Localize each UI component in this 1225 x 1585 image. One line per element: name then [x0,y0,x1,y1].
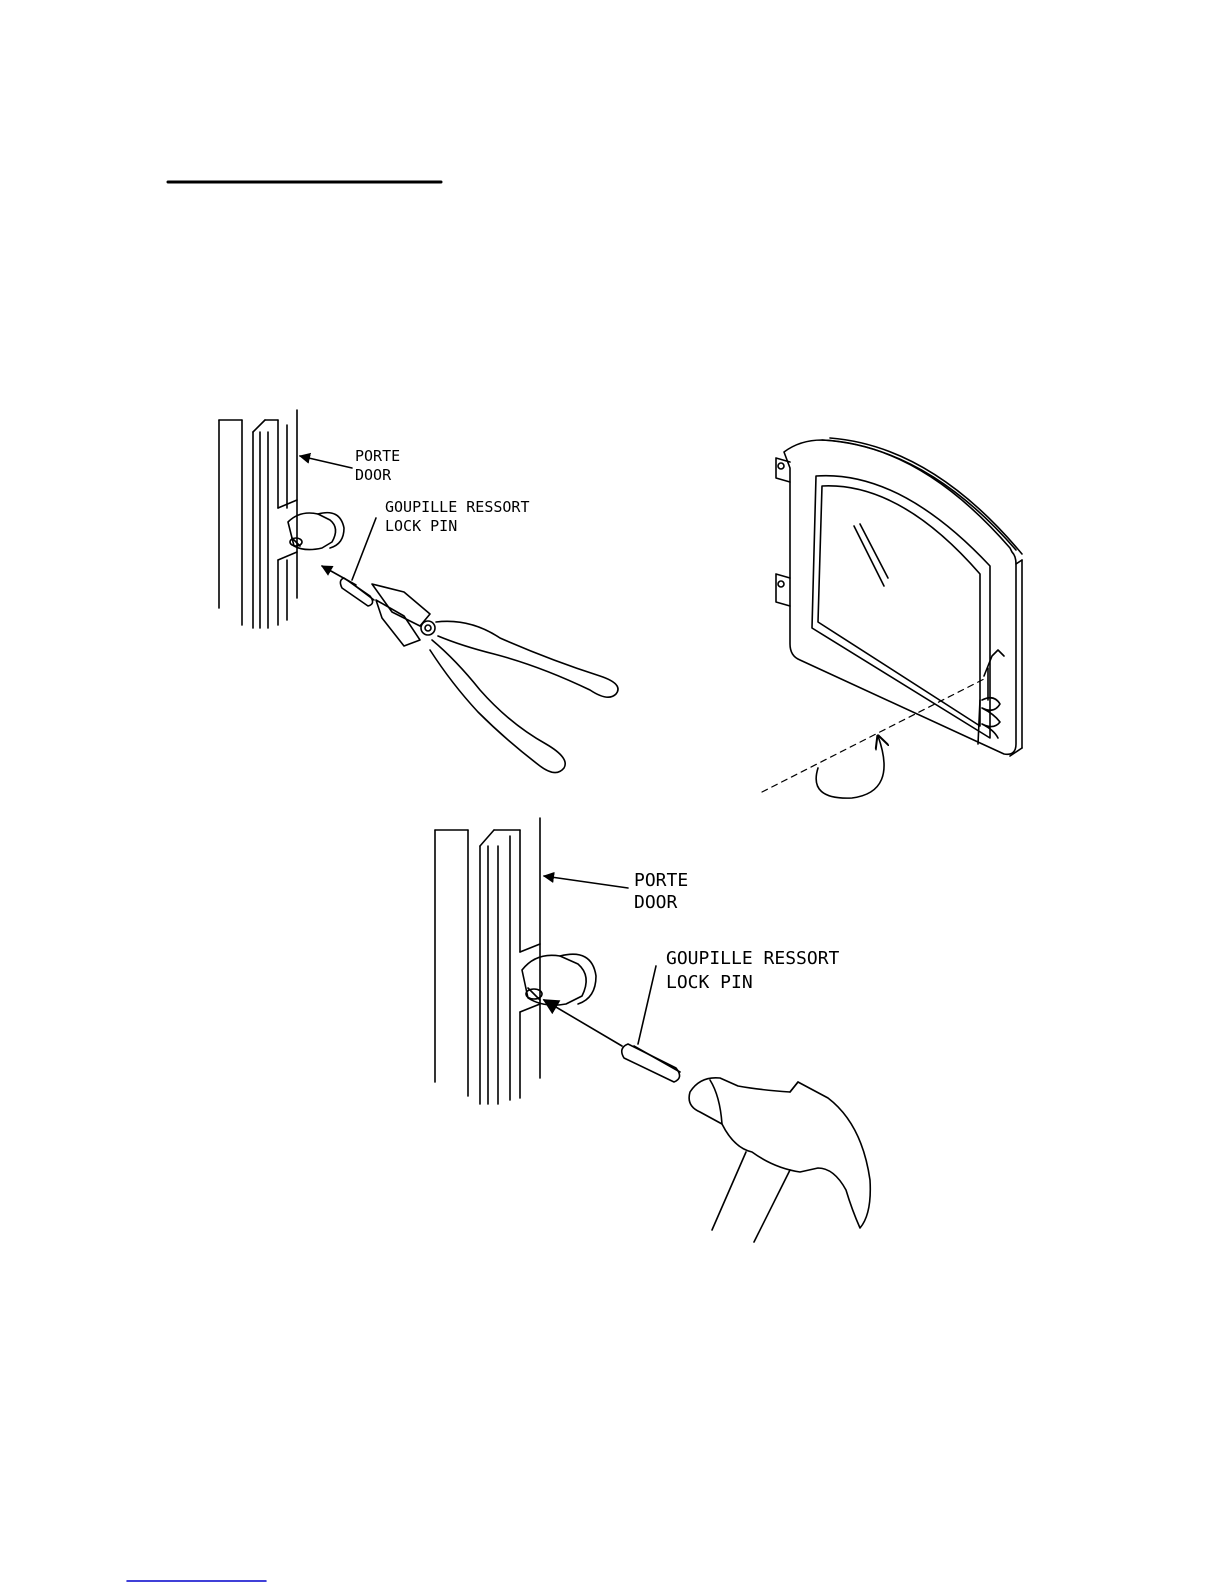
lock-pin-label-en-top: LOCK PIN [385,517,457,535]
rotation-axis-line [762,678,986,792]
lock-pin-label-fr-bottom: GOUPILLE RESSORT [666,948,840,969]
door-label-fr-bottom: PORTE [634,870,688,891]
lock-pin-label-en-bottom: LOCK PIN [666,972,753,993]
hinge-tab-upper [776,458,790,482]
door-hinge-frame-bottom [435,818,540,1104]
door-label-fr-top: PORTE [355,447,400,465]
lock-pin-leader-bottom [638,966,656,1044]
rotation-arrow [816,736,884,798]
door-panel [776,438,1022,756]
hinge-pin-bottom [522,954,596,1005]
lock-pin-leader-top [352,518,376,580]
door-label-en-top: DOOR [355,466,392,484]
door-leader-bottom [544,876,628,888]
removal-arrow-top [322,566,356,585]
lock-pin-label-fr-top: GOUPILLE RESSORT [385,498,530,516]
insert-arrow-bottom [544,1000,622,1046]
hammer [689,1078,870,1242]
pliers [372,584,618,773]
door-hinge-frame-top [219,410,297,628]
spring-handle [978,650,1004,744]
lock-pin-bottom [622,1044,680,1082]
door-leader-top [300,456,352,468]
door-label-en-bottom: DOOR [634,892,678,913]
lock-pin-top [340,578,374,606]
hinge-tab-lower [776,574,790,606]
